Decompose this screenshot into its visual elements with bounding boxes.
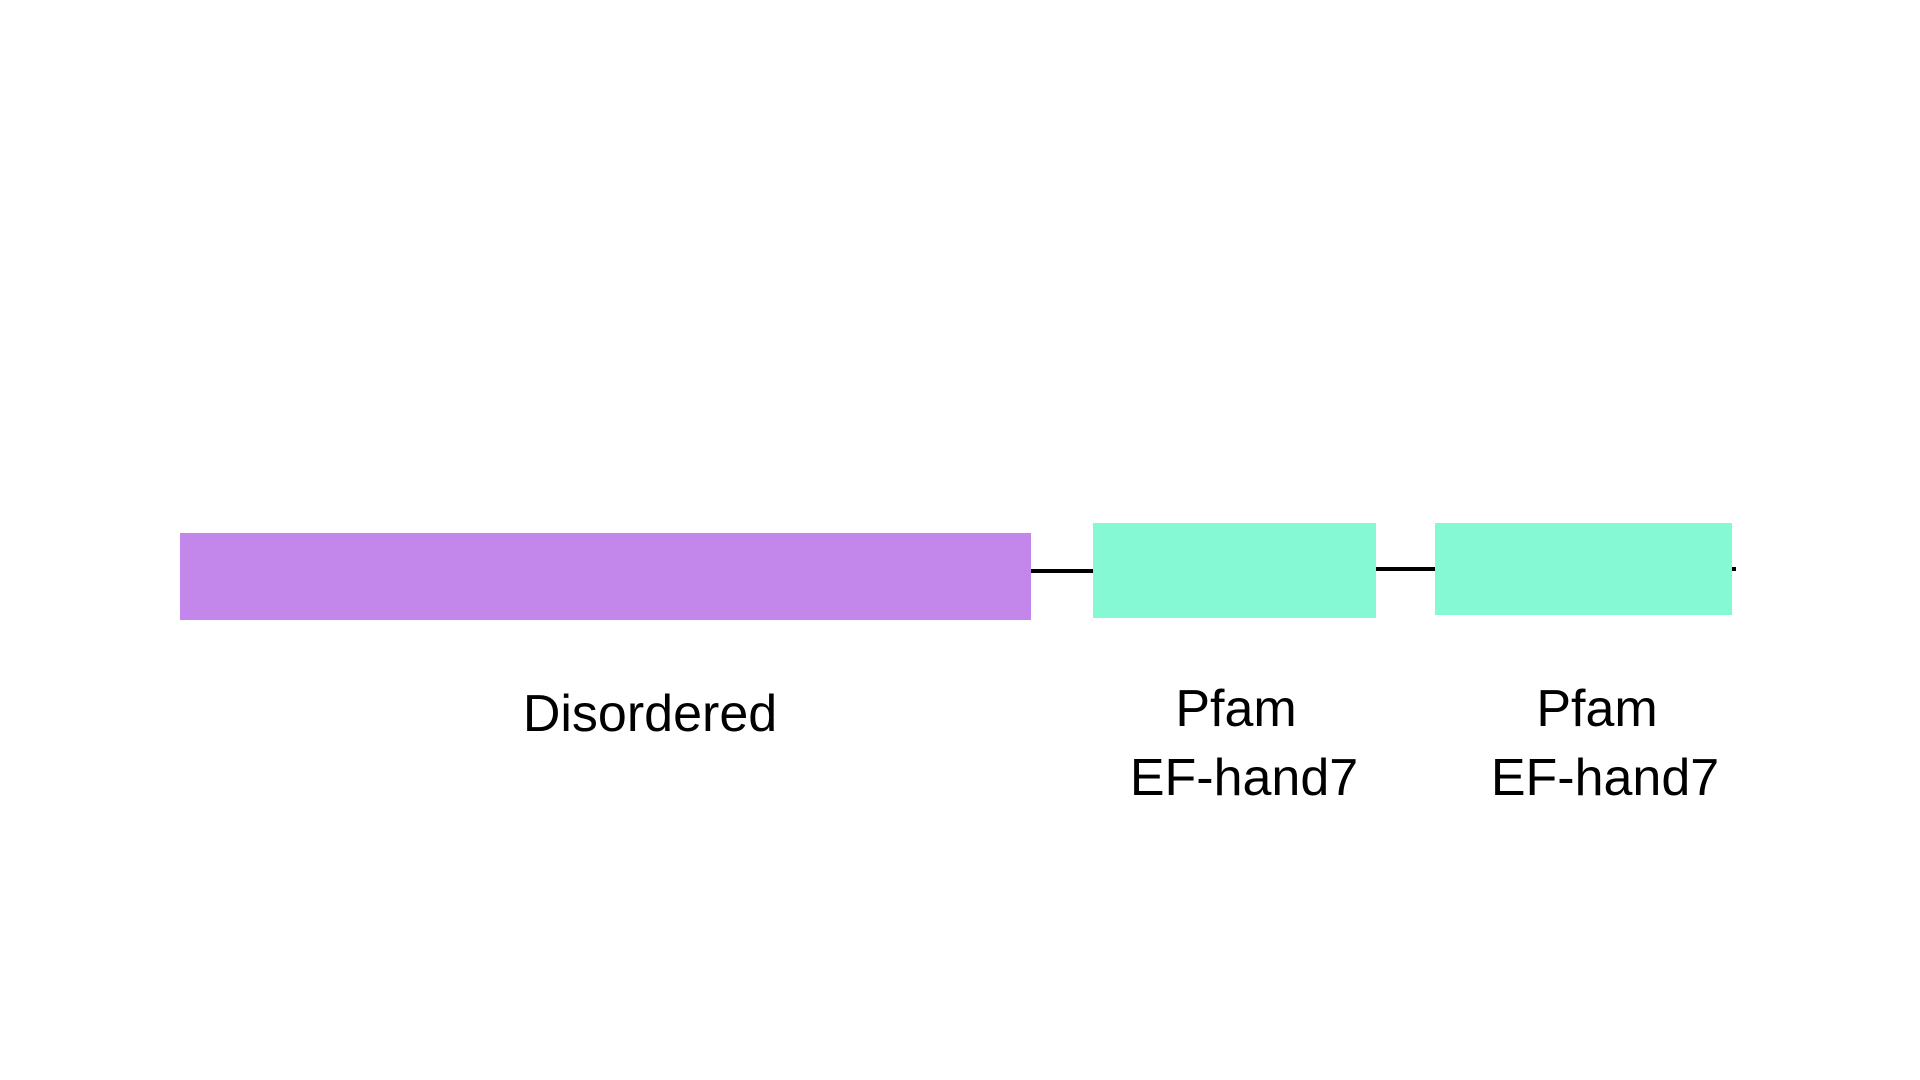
domain-block-pfam-2 <box>1435 523 1732 615</box>
domain-disordered: Disordered <box>180 533 1031 743</box>
domain-block-pfam-1 <box>1093 523 1376 618</box>
domain-pfam-ef-hand7-2: Pfam EF-hand7 <box>1435 523 1732 807</box>
domain-pfam-ef-hand7-1: Pfam EF-hand7 <box>1093 523 1376 807</box>
domain-label-pfam-1-line-2: EF-hand7 <box>1130 749 1358 807</box>
domain-block-disordered <box>180 533 1031 620</box>
domain-label-pfam-2-line-1: Pfam <box>1536 680 1657 738</box>
domain-label-disordered: Disordered <box>523 685 777 743</box>
domain-label-pfam-1-line-1: Pfam <box>1175 680 1296 738</box>
domain-label-pfam-2-line-2: EF-hand7 <box>1491 749 1719 807</box>
